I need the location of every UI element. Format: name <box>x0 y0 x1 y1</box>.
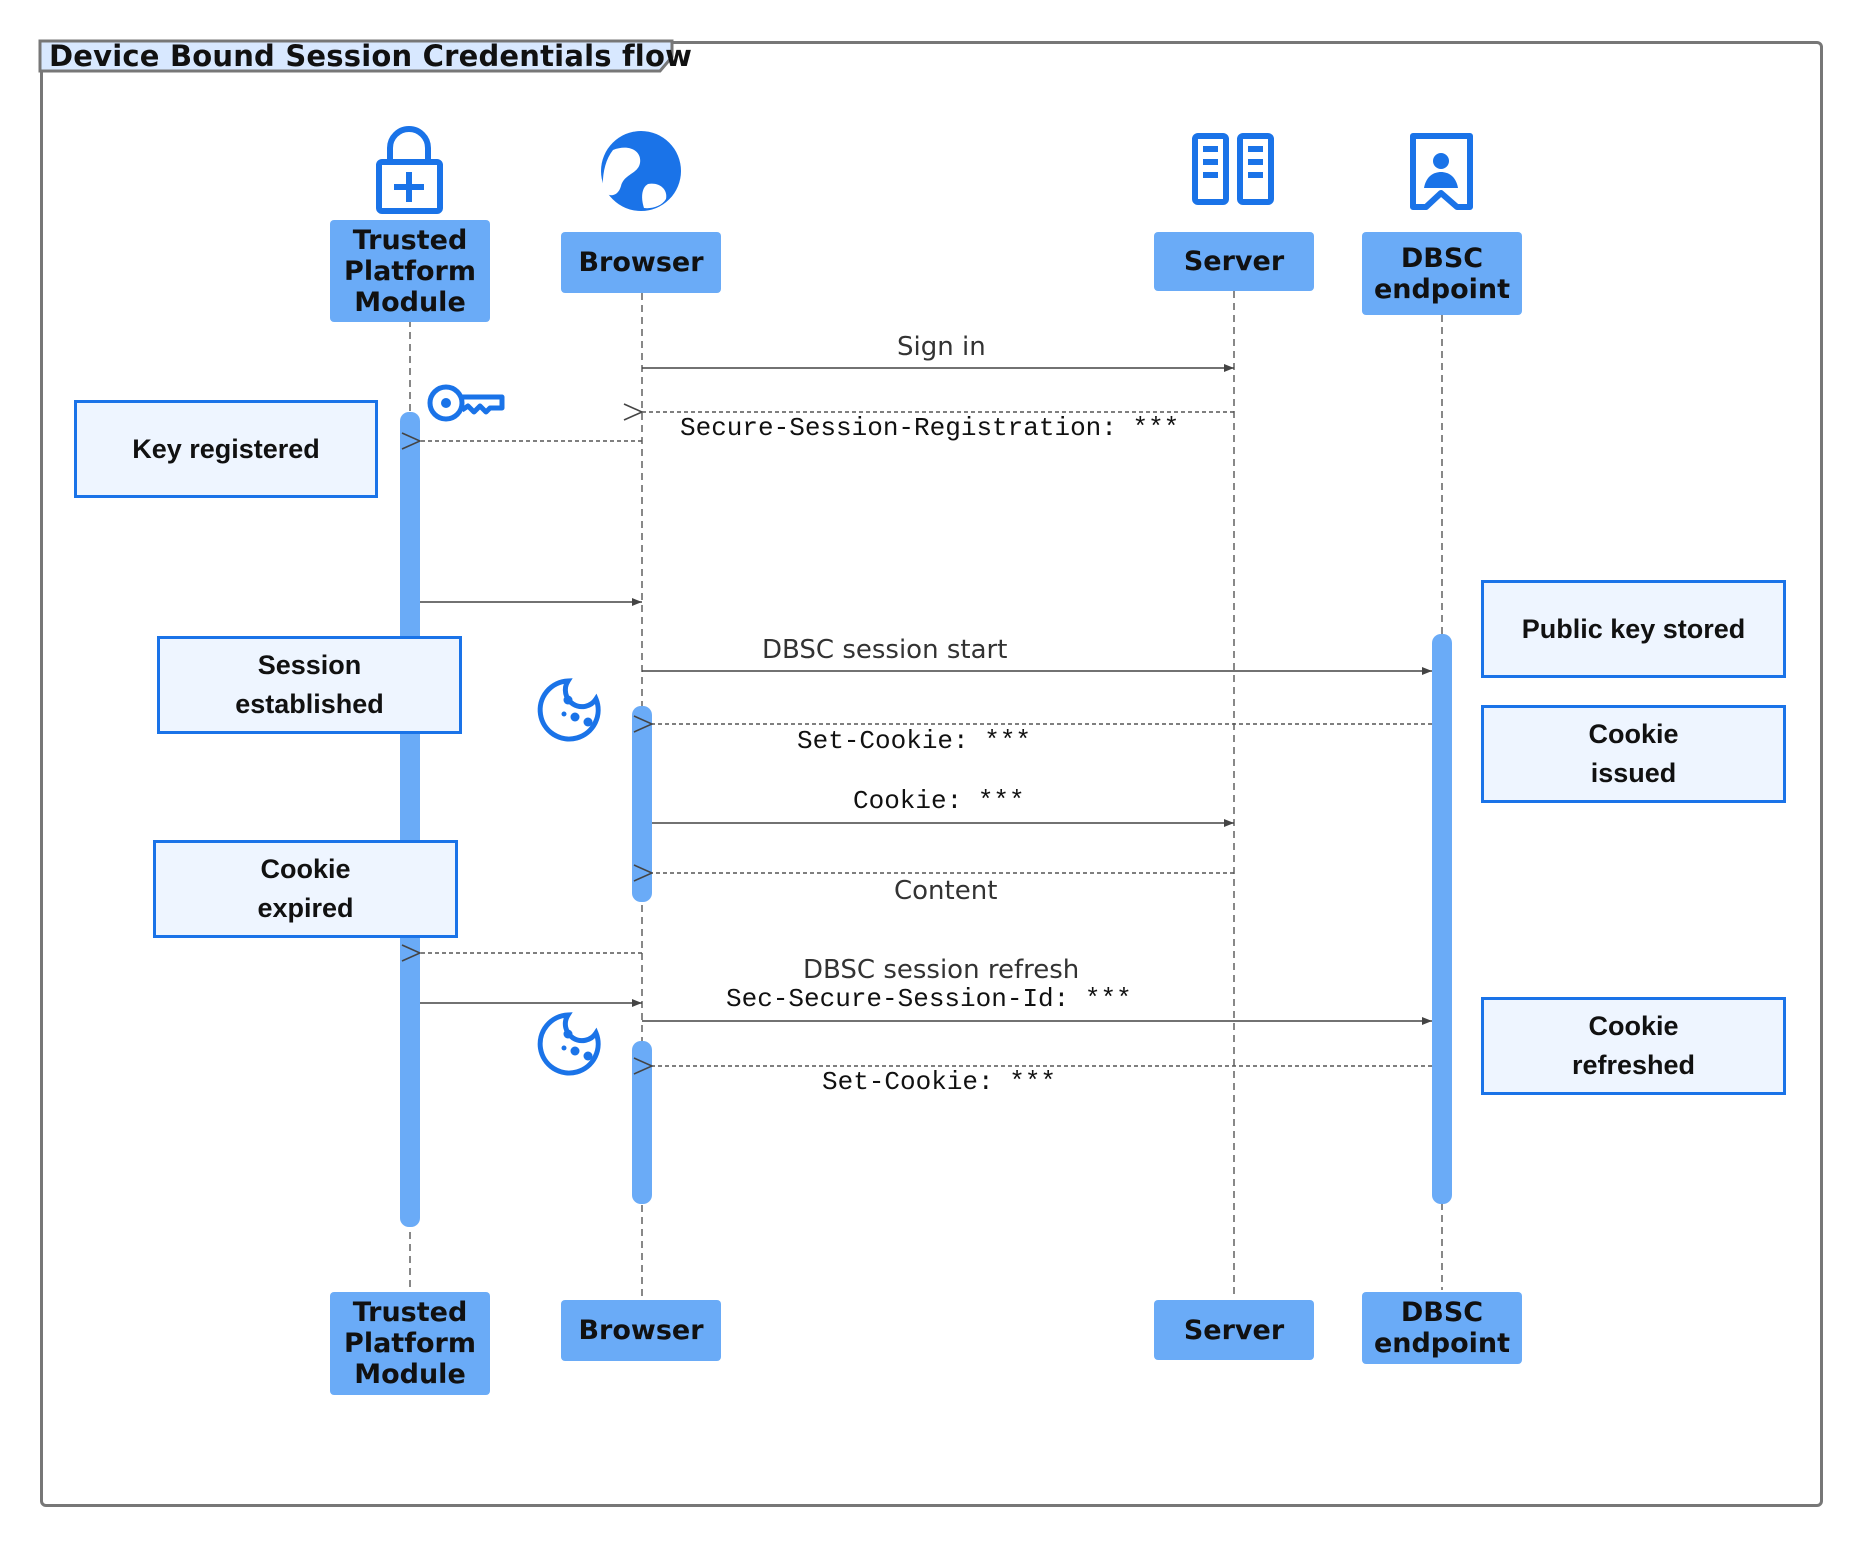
actor-label: Server <box>1183 1314 1285 1346</box>
msg-session-start: DBSC session start <box>762 635 1008 665</box>
actor-tpm-bottom: Trusted Platform Module <box>330 1292 490 1395</box>
actor-server-top: Server <box>1154 232 1314 291</box>
note-cookie-refreshed: Cookie refreshed <box>1481 997 1786 1095</box>
browser-activation-bar-2 <box>632 1041 652 1204</box>
note-text: Cookie expired <box>257 854 354 923</box>
actor-label: DBSC endpoint <box>1373 242 1511 305</box>
note-cookie-issued: Cookie issued <box>1481 705 1786 803</box>
actor-label: Trusted Platform Module <box>344 1297 476 1390</box>
actor-browser-bottom: Browser <box>561 1300 721 1361</box>
msg-session-id: Sec-Secure-Session-Id: *** <box>726 984 1132 1014</box>
msg-set-cookie-2: Set-Cookie: *** <box>822 1067 1057 1097</box>
actor-label: Trusted Platform Module <box>344 224 476 318</box>
msg-session-refresh: DBSC session refresh <box>803 955 1080 985</box>
msg-content: Content <box>894 876 998 906</box>
msg-sign-in: Sign in <box>897 332 986 362</box>
actor-label: DBSC endpoint <box>1373 1297 1511 1359</box>
note-text: Key registered <box>132 433 320 464</box>
note-key-registered: Key registered <box>74 400 378 498</box>
id-badge-icon <box>1410 133 1473 210</box>
actor-label: Browser <box>578 247 704 278</box>
msg-registration: Secure-Session-Registration: *** <box>680 413 1180 443</box>
actor-server-bottom: Server <box>1154 1300 1314 1360</box>
tpm-activation-bar <box>400 412 420 1227</box>
msg-set-cookie-1: Set-Cookie: *** <box>797 726 1032 756</box>
actor-dbsc-bottom: DBSC endpoint <box>1362 1292 1522 1364</box>
note-text: Session established <box>235 650 384 719</box>
note-text: Public key stored <box>1521 613 1746 644</box>
actor-dbsc-top: DBSC endpoint <box>1362 232 1522 315</box>
server-rack-icon <box>1192 133 1274 205</box>
cookie-icon <box>537 1012 601 1076</box>
diagram-title: Device Bound Session Credentials flow <box>49 39 693 73</box>
actor-browser-top: Browser <box>561 232 721 293</box>
msg-cookie: Cookie: *** <box>853 786 1025 816</box>
globe-icon <box>601 131 681 211</box>
actor-label: Server <box>1183 246 1285 277</box>
note-text: Cookie refreshed <box>1571 1011 1696 1080</box>
browser-activation-bar-1 <box>632 706 652 902</box>
diagram-frame <box>40 41 1823 1507</box>
note-public-key-stored: Public key stored <box>1481 580 1786 678</box>
note-session-established: Session established <box>157 636 462 734</box>
lock-plus-icon <box>376 126 443 214</box>
cookie-icon <box>537 678 601 742</box>
actor-tpm-top: Trusted Platform Module <box>330 220 490 322</box>
actor-label: Browser <box>578 1315 704 1346</box>
note-text: Cookie issued <box>1588 719 1679 788</box>
dbsc-activation-bar <box>1432 634 1452 1204</box>
key-icon <box>427 384 505 422</box>
note-cookie-expired: Cookie expired <box>153 840 458 938</box>
